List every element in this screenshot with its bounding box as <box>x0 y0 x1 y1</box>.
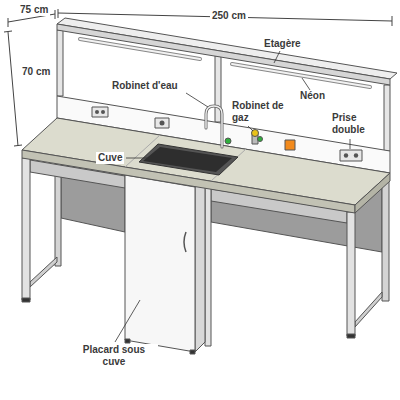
leg <box>382 181 389 301</box>
leader-line <box>302 78 310 90</box>
leader-line <box>274 51 280 63</box>
outlet-socket <box>101 110 105 114</box>
part-label: Placard sous cuve <box>70 344 158 367</box>
outlet-socket <box>95 110 99 114</box>
dimension-tick <box>4 31 12 32</box>
door-handle <box>184 232 186 252</box>
double-outlet <box>340 150 362 161</box>
part-label: Néon <box>298 90 327 102</box>
stretcher <box>30 257 57 287</box>
shelf-top <box>57 18 397 79</box>
foot <box>22 298 30 302</box>
upright <box>215 56 221 122</box>
leader-line <box>186 93 208 107</box>
part-label: Robinet de gaz <box>230 100 288 123</box>
cabinet-side <box>195 179 205 352</box>
neon-tube <box>80 39 200 59</box>
dimension-label: 70 cm <box>20 66 52 78</box>
dimension-tick <box>8 18 9 27</box>
sink-cabinet <box>125 175 195 352</box>
upright <box>384 85 390 151</box>
dimension-tick <box>392 16 393 26</box>
part-label: Robinet d'eau <box>110 80 180 92</box>
shelf-front <box>57 24 390 85</box>
control-box <box>285 140 295 150</box>
stretcher <box>355 292 382 327</box>
leader-line <box>350 139 351 149</box>
dimension-tick <box>55 10 56 19</box>
leg <box>205 186 211 346</box>
water-faucet <box>206 106 222 147</box>
outlet <box>155 118 169 128</box>
foot <box>125 339 130 343</box>
outlet-socket <box>160 121 165 126</box>
part-label: Prise double <box>330 112 378 135</box>
leader-line <box>115 300 140 342</box>
foot <box>347 334 355 338</box>
sink <box>139 144 238 175</box>
dimension-label: 250 cm <box>210 10 248 22</box>
part-label: Cuve <box>96 152 124 164</box>
part-label: Etagère <box>262 38 303 50</box>
outlet-socket <box>344 153 348 157</box>
leader-line <box>248 126 253 131</box>
leader-lines <box>115 51 350 342</box>
dimension-tick <box>58 9 59 18</box>
foot <box>190 350 195 354</box>
water-faucet <box>206 106 222 147</box>
dimension-tick <box>14 145 22 146</box>
dimension-label: 75 cm <box>18 4 50 16</box>
dimension-line <box>8 32 18 146</box>
outlet-socket <box>354 153 358 157</box>
sink-basin <box>143 147 232 172</box>
neon-tube <box>232 64 370 87</box>
leader-line <box>126 158 148 159</box>
gas-tap-knob <box>258 137 263 142</box>
leg <box>347 212 355 336</box>
faucet-handle <box>225 138 231 144</box>
neon-tube <box>232 64 370 87</box>
countertop-edge <box>355 173 390 213</box>
outlet <box>92 107 108 117</box>
neon-tube <box>80 39 200 59</box>
upright <box>57 30 63 96</box>
leg <box>22 158 30 300</box>
bench-drawing <box>4 9 397 354</box>
